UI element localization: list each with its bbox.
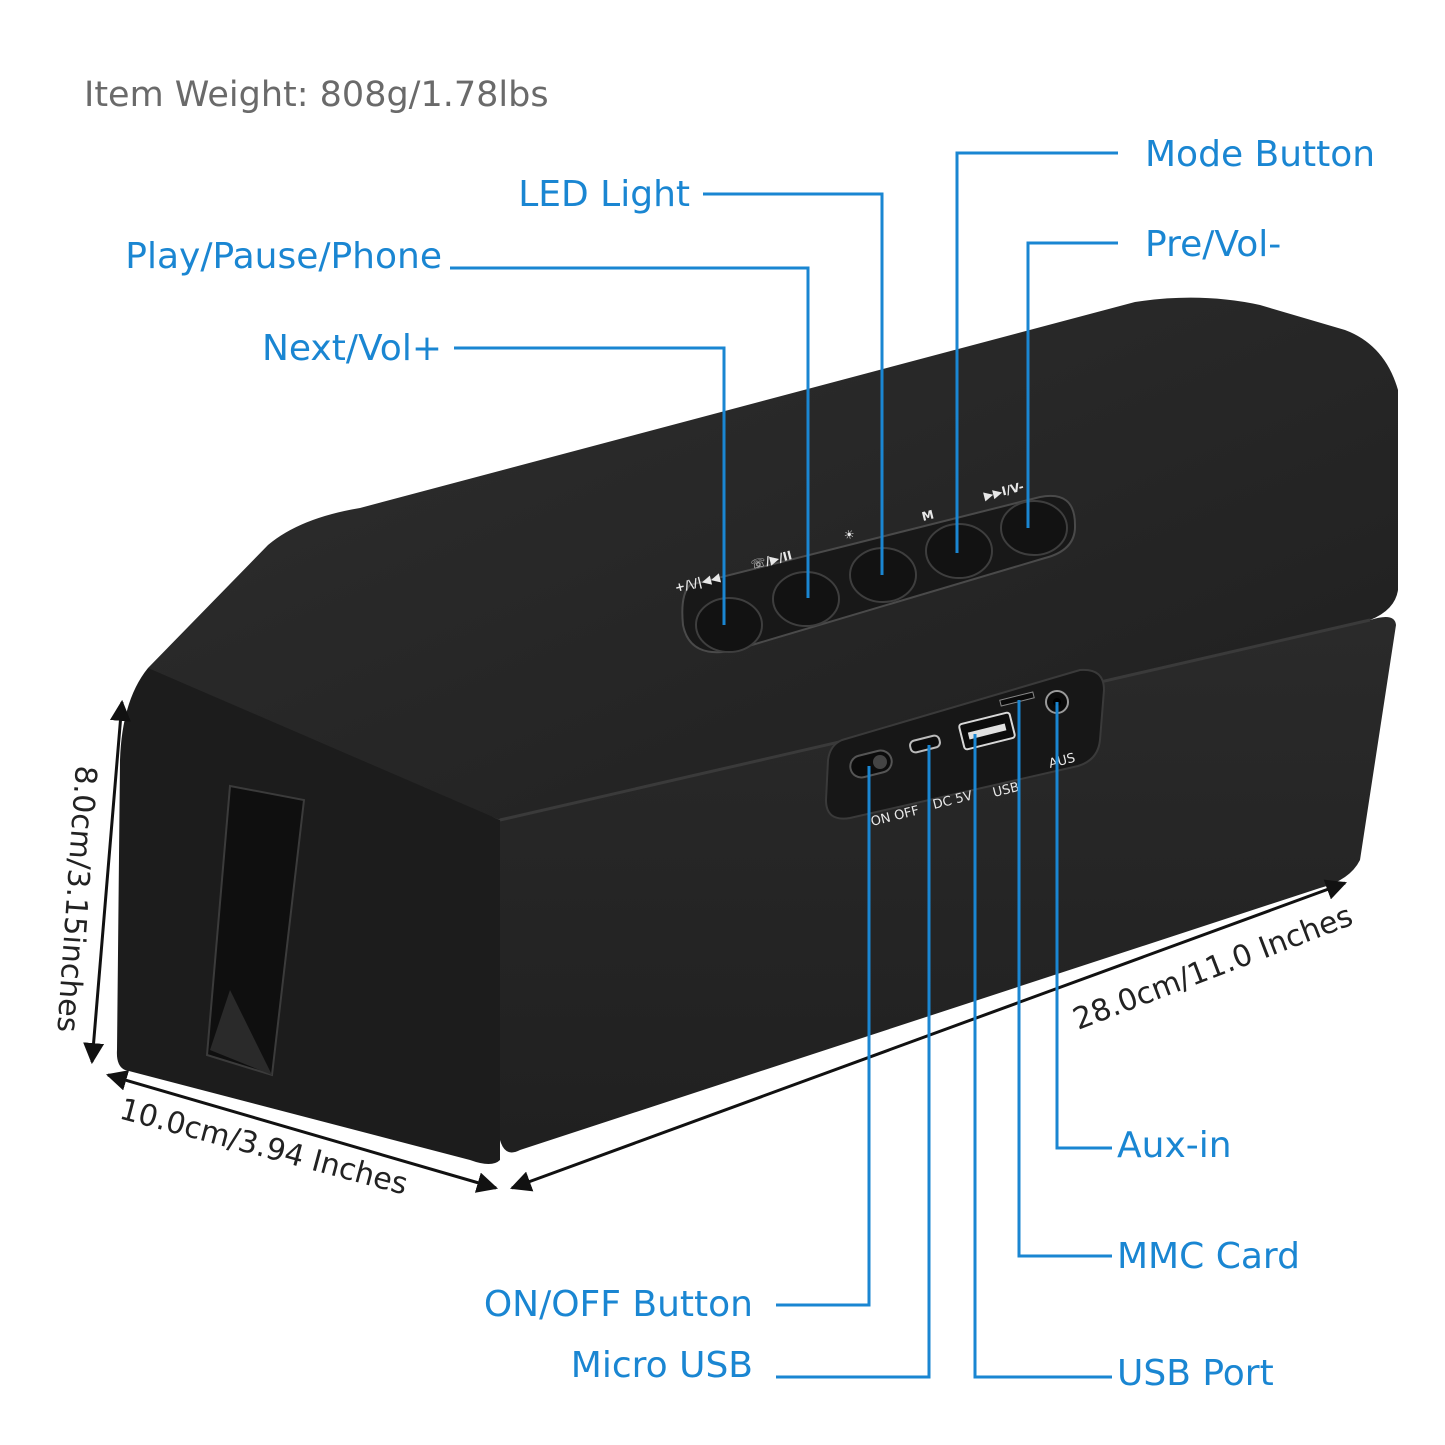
button-panel: +/\/|◀◀ ☏/▶/II ☀ M ▶▶I/V- (673, 479, 1077, 654)
callout-leaders (450, 151, 1118, 1379)
leader-aux-in (1055, 702, 1112, 1150)
leader-on-off (776, 766, 871, 1307)
callout-play-pause-phone: Play/Pause/Phone (125, 236, 442, 277)
leader-mode-button (955, 151, 1118, 553)
leader-usb-port (973, 734, 1112, 1379)
leader-pre-vol (1026, 241, 1118, 528)
usb-port-tongue (967, 723, 1007, 740)
callout-mmc-card: MMC Card (1117, 1236, 1300, 1277)
callout-usb-port: USB Port (1117, 1353, 1274, 1394)
callout-mode-button: Mode Button (1145, 134, 1375, 175)
callout-pre-vol: Pre/Vol- (1145, 224, 1281, 265)
port-label-usb: USB (991, 780, 1021, 801)
leader-mmc-card (1017, 700, 1112, 1258)
callout-micro-usb: Micro USB (571, 1345, 753, 1386)
speaker: +/\/|◀◀ ☏/▶/II ☀ M ▶▶I/V- ON OFF DC 5V U… (116, 297, 1398, 1164)
callout-next-vol: Next/Vol+ (262, 328, 442, 369)
item-weight-label: Item Weight: 808g/1.78lbs (84, 75, 549, 115)
on-off-switch-knob (873, 755, 887, 769)
callout-led-light: LED Light (518, 174, 690, 215)
speaker-top-face (148, 297, 1398, 823)
play-pause-button[interactable] (772, 571, 840, 627)
port-panel: ON OFF DC 5V USB AUS (824, 668, 1106, 830)
hand-grip-inner (210, 990, 272, 1075)
callout-on-off-button: ON/OFF Button (484, 1284, 753, 1325)
leader-next-vol (454, 346, 726, 625)
mode-button[interactable] (925, 523, 993, 579)
depth-arrow (105, 1070, 499, 1193)
pre-vol-button[interactable] (1000, 500, 1068, 556)
leader-micro-usb (776, 745, 931, 1379)
mode-symbol: M (920, 507, 935, 523)
height-arrow (83, 699, 131, 1065)
leader-play-pause (450, 266, 810, 598)
height-dimension-label: 8.0cm/3.15inches (49, 764, 103, 1033)
micro-usb-port[interactable] (909, 734, 941, 754)
callout-aux-in: Aux-in (1117, 1125, 1232, 1166)
next-vol-button[interactable] (695, 597, 763, 653)
port-label-aus: AUS (1047, 751, 1077, 772)
leader-led-light (703, 192, 884, 575)
led-symbol: ☀ (842, 527, 856, 543)
